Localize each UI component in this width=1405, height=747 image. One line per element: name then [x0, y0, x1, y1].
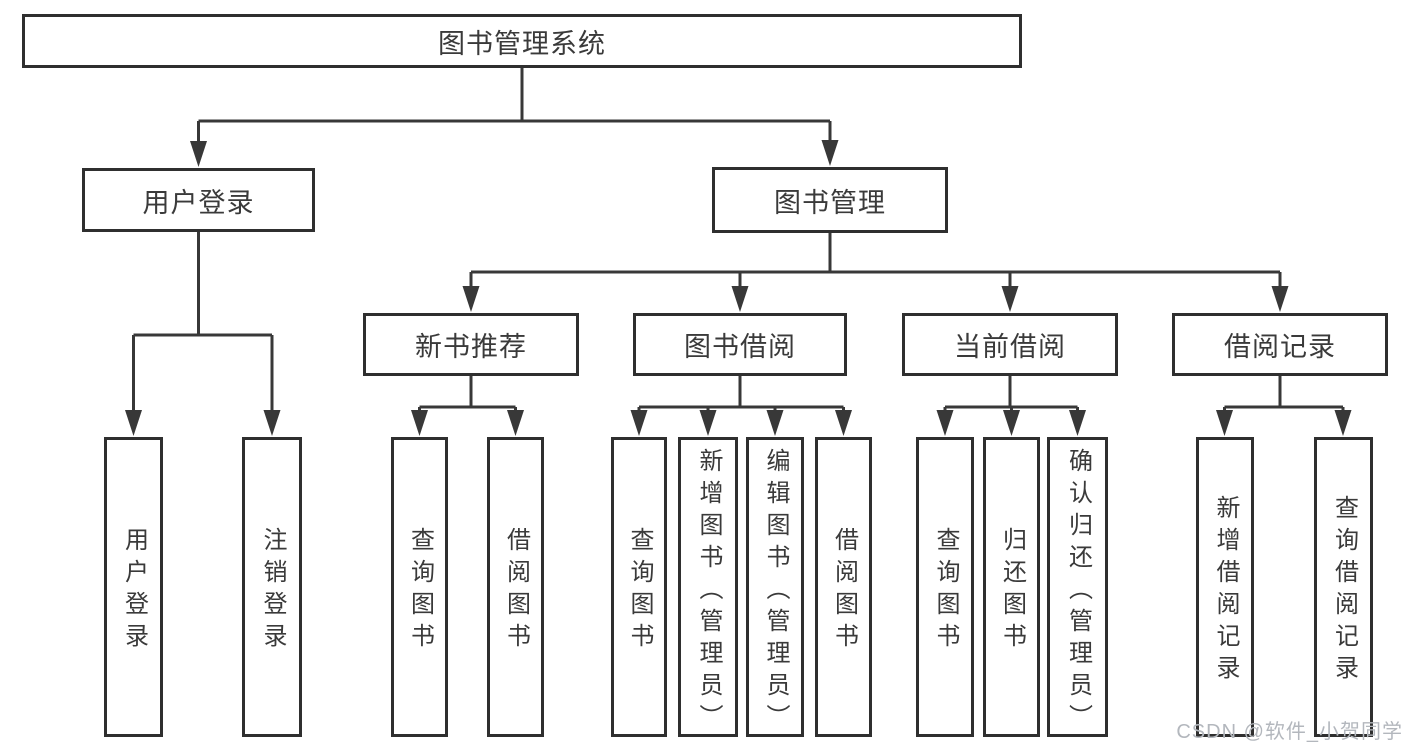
- arrow-down-icon: [1271, 286, 1289, 312]
- csdn-watermark: CSDN @软件_小贺同学: [1176, 721, 1403, 743]
- arrowhead-icons: [125, 140, 1352, 436]
- arrow-down-icon: [731, 286, 749, 312]
- connector-new-books-children: [418, 376, 517, 420]
- leaf-br-add-record: 新增借阅记录: [1196, 437, 1254, 737]
- arrow-down-icon: [125, 410, 142, 436]
- arrow-down-icon: [766, 410, 784, 436]
- connector-borrow-records-children: [1223, 376, 1345, 420]
- node-book-borrow: 图书借阅: [633, 313, 847, 376]
- node-book-management: 图书管理: [712, 167, 948, 233]
- node-borrow-records: 借阅记录: [1172, 313, 1388, 376]
- arrow-down-icon: [507, 410, 524, 436]
- node-current-borrow: 当前借阅: [902, 313, 1118, 376]
- arrow-down-icon: [936, 410, 954, 436]
- arrow-down-icon: [1069, 410, 1086, 436]
- connector-book-mgmt-children: [469, 233, 1282, 292]
- leaf-bb-query-books: 查询图书: [611, 437, 667, 737]
- arrow-down-icon: [630, 410, 648, 436]
- arrow-down-icon: [462, 286, 480, 312]
- leaf-cb-return-books: 归还图书: [983, 437, 1040, 737]
- leaf-bb-borrow-books: 借阅图书: [815, 437, 872, 737]
- arrow-down-icon: [1334, 410, 1352, 436]
- node-user-login: 用户登录: [82, 168, 315, 232]
- leaf-nb-query-books: 查询图书: [391, 437, 448, 737]
- leaf-nb-borrow-books: 借阅图书: [487, 437, 544, 737]
- leaf-cb-confirm-return-admin: 确认归还（管理员）: [1047, 437, 1108, 737]
- leaf-logout: 注销登录: [242, 437, 302, 737]
- arrow-down-icon: [1001, 286, 1019, 312]
- node-root-system: 图书管理系统: [22, 14, 1022, 68]
- leaf-user-login: 用户登录: [104, 437, 163, 737]
- connector-book-borrow-children: [637, 376, 845, 420]
- leaf-bb-edit-books-admin: 编辑图书（管理员）: [746, 437, 804, 737]
- connector-root-to-level2: [197, 67, 832, 145]
- leaf-bb-add-books-admin: 新增图书（管理员）: [678, 437, 738, 737]
- connector-user-login-children: [132, 232, 274, 420]
- arrow-down-icon: [821, 140, 839, 166]
- arrow-down-icon: [1003, 410, 1020, 436]
- arrow-down-icon: [835, 410, 852, 436]
- arrow-down-icon: [190, 141, 207, 167]
- arrow-down-icon: [263, 410, 281, 436]
- leaf-cb-query-books: 查询图书: [916, 437, 974, 737]
- arrow-down-icon: [1216, 410, 1233, 436]
- arrow-down-icon: [411, 410, 428, 436]
- node-new-book-recommend: 新书推荐: [363, 313, 579, 376]
- leaf-br-query-record: 查询借阅记录: [1314, 437, 1373, 737]
- arrow-down-icon: [699, 410, 717, 436]
